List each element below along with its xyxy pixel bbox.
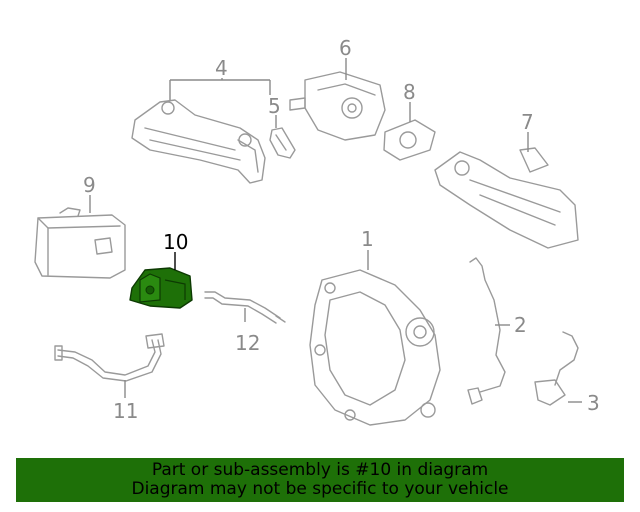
part-6-egr-valve[interactable]: [289, 71, 386, 141]
part-10-purge-solenoid[interactable]: [129, 267, 193, 309]
label-5: 5: [268, 94, 281, 118]
label-12: 12: [235, 331, 260, 355]
label-1: 1: [361, 227, 374, 251]
label-3: 3: [587, 391, 600, 415]
label-7: 7: [521, 110, 534, 134]
part-3-oxygen-sensor[interactable]: [534, 331, 579, 406]
parts-diagram: 4 5 6 8 7 9: [34, 36, 600, 426]
part-5-gasket[interactable]: [269, 127, 296, 159]
part-4-egr-pipe[interactable]: [131, 99, 266, 184]
part-9-canister[interactable]: [34, 207, 126, 279]
label-9: 9: [83, 173, 96, 197]
label-4: 4: [215, 56, 228, 80]
label-6: 6: [339, 36, 352, 60]
label-11: 11: [113, 399, 138, 423]
part-8-gasket[interactable]: [383, 119, 436, 161]
label-10: 10: [163, 230, 188, 254]
banner-line-1: Part or sub-assembly is #10 in diagram: [151, 460, 489, 480]
part-1-housing[interactable]: [309, 269, 441, 426]
banner-line-2: Diagram may not be specific to your vehi…: [131, 479, 509, 499]
label-8: 8: [403, 80, 416, 104]
part-12-purge-hose[interactable]: [204, 291, 286, 324]
info-banner: Part or sub-assembly is #10 in diagram D…: [16, 458, 624, 502]
part-2-oxygen-sensor[interactable]: [467, 257, 506, 405]
label-2: 2: [514, 313, 527, 337]
part-11-vent-hose[interactable]: [54, 333, 165, 382]
part-7-egr-cooler[interactable]: [434, 147, 579, 249]
